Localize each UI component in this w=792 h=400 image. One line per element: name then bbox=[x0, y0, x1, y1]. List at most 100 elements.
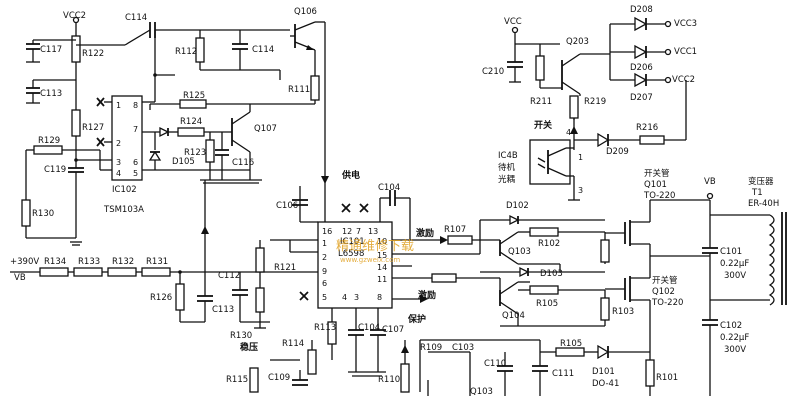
label-r114: R114 bbox=[282, 339, 304, 349]
ic102-pin-1: 1 bbox=[116, 101, 121, 110]
r-driver-low bbox=[431, 273, 457, 283]
r105b-resistor bbox=[555, 347, 585, 357]
label-r133: R133 bbox=[78, 257, 100, 267]
r103-resistor bbox=[600, 297, 610, 321]
label-bianyaqi: 变压器 bbox=[748, 176, 774, 187]
r132-resistor bbox=[107, 267, 137, 277]
ic101-pin-14: 14 bbox=[377, 263, 387, 272]
ic102-chip bbox=[111, 95, 143, 181]
r125-resistor bbox=[179, 99, 207, 109]
label-do41: DO-41 bbox=[592, 379, 619, 389]
ic102-pin-3: 3 bbox=[116, 158, 121, 167]
ic101-pin-5: 5 bbox=[322, 293, 327, 302]
label-wenya: 稳压 bbox=[240, 341, 258, 353]
label-r130b: R130 bbox=[230, 331, 252, 341]
label-d208: D208 bbox=[630, 5, 653, 15]
label-r112: R112 bbox=[175, 47, 197, 57]
label-q102: Q102 bbox=[652, 287, 675, 297]
label-ic4b: IC4B bbox=[498, 151, 518, 161]
r115-resistor bbox=[249, 367, 259, 393]
standby-section: 4 1 3 bbox=[507, 16, 687, 201]
label-r107: R107 bbox=[444, 225, 466, 235]
label-c117: C117 bbox=[40, 45, 62, 55]
label-r124: R124 bbox=[180, 117, 202, 127]
driver-section bbox=[479, 214, 610, 327]
ic101-pin-4: 4 bbox=[342, 293, 347, 302]
vcc-terminal bbox=[511, 26, 519, 34]
label-c103: C103 bbox=[452, 343, 474, 353]
label-r123: R123 bbox=[184, 148, 206, 158]
r134-resistor bbox=[39, 267, 69, 277]
ic4b-optocoupler bbox=[529, 139, 571, 185]
label-d101: D101 bbox=[592, 367, 615, 377]
transformer-t1-coil bbox=[768, 214, 775, 306]
label-d206: D206 bbox=[630, 63, 653, 73]
label-gongdian: 供电 bbox=[341, 169, 360, 181]
label-c110: C110 bbox=[484, 359, 506, 369]
label-c101: C101 bbox=[720, 247, 742, 257]
watermark-main: 精通维修下载 bbox=[336, 239, 414, 254]
label-r111: R111 bbox=[288, 85, 310, 95]
label-d105: D105 bbox=[172, 157, 195, 167]
label-r109: R109 bbox=[420, 343, 442, 353]
vb-right-terminal bbox=[706, 192, 714, 200]
ic101-pin-7: 7 bbox=[356, 227, 361, 236]
label-c106: C106 bbox=[276, 201, 298, 211]
label-ic102: IC102 bbox=[112, 185, 137, 195]
label-r110: R110 bbox=[378, 375, 400, 385]
label-l6598: L6598 bbox=[338, 249, 364, 259]
label-q203: Q203 bbox=[566, 37, 589, 47]
vcc1-terminal bbox=[664, 48, 672, 56]
label-r101: R101 bbox=[656, 373, 678, 383]
ic102-pin-6: 6 bbox=[133, 158, 138, 167]
r105a-resistor bbox=[529, 285, 559, 295]
r124-resistor bbox=[177, 127, 205, 137]
r121-resistor bbox=[255, 247, 265, 273]
label-r132: R132 bbox=[112, 257, 134, 267]
ic101-chip bbox=[317, 221, 393, 309]
label-c210: C210 bbox=[482, 67, 504, 77]
label-c102-value: 0.22μF bbox=[720, 333, 749, 343]
ic101-pin-16: 16 bbox=[322, 227, 332, 236]
label-sw1: 开关管 bbox=[644, 168, 670, 179]
ic101-pin-8: 8 bbox=[377, 293, 382, 302]
ic101-pin-6: 6 bbox=[322, 279, 327, 288]
label-c111: C111 bbox=[552, 369, 574, 379]
label-q107: Q107 bbox=[254, 124, 277, 134]
label-d103: D103 bbox=[540, 269, 563, 279]
r127-resistor bbox=[71, 109, 81, 137]
label-r127: R127 bbox=[82, 123, 104, 133]
ic101-pin-12: 12 bbox=[342, 227, 352, 236]
label-daiji: 待机 bbox=[498, 162, 516, 173]
ic101-pin-2: 2 bbox=[322, 253, 327, 262]
r211-resistor bbox=[535, 55, 545, 81]
watermark-url: www.gzweix.com bbox=[340, 256, 400, 264]
label-r219: R219 bbox=[584, 97, 606, 107]
label-r130a: R130 bbox=[32, 209, 54, 219]
label-r115: R115 bbox=[226, 375, 248, 385]
label-c101-voltage: 300V bbox=[724, 271, 746, 281]
r101-resistor bbox=[645, 359, 655, 387]
label-to220b: TO-220 bbox=[651, 298, 683, 308]
label-er40h: ER-40H bbox=[748, 199, 779, 209]
label-c102: C102 bbox=[720, 321, 742, 331]
label-c107: C107 bbox=[382, 325, 404, 335]
label-t1: T1 bbox=[751, 188, 763, 198]
label-d102: D102 bbox=[506, 201, 529, 211]
label-c113b: C113 bbox=[212, 305, 234, 315]
label-d207: D207 bbox=[630, 93, 653, 103]
vcc3-terminal bbox=[664, 20, 672, 28]
ic101-pin-3: 3 bbox=[354, 293, 359, 302]
label-q106: Q106 bbox=[294, 7, 317, 17]
ic4b-pin-3: 3 bbox=[578, 186, 583, 195]
input-divider bbox=[10, 226, 309, 329]
label-c116: C116 bbox=[232, 158, 254, 168]
label-q103b: Q103 bbox=[470, 387, 493, 397]
l6598-section: 16 12 7 13 10 14 15 11 9 6 5 4 3 1 2 8 bbox=[249, 170, 540, 396]
label-r122: R122 bbox=[82, 49, 104, 59]
ic101-pin-13: 13 bbox=[368, 227, 378, 236]
ic102-pin-7: 7 bbox=[133, 125, 138, 134]
label-c104b: C104 bbox=[358, 323, 380, 333]
label-r126: R126 bbox=[150, 293, 172, 303]
